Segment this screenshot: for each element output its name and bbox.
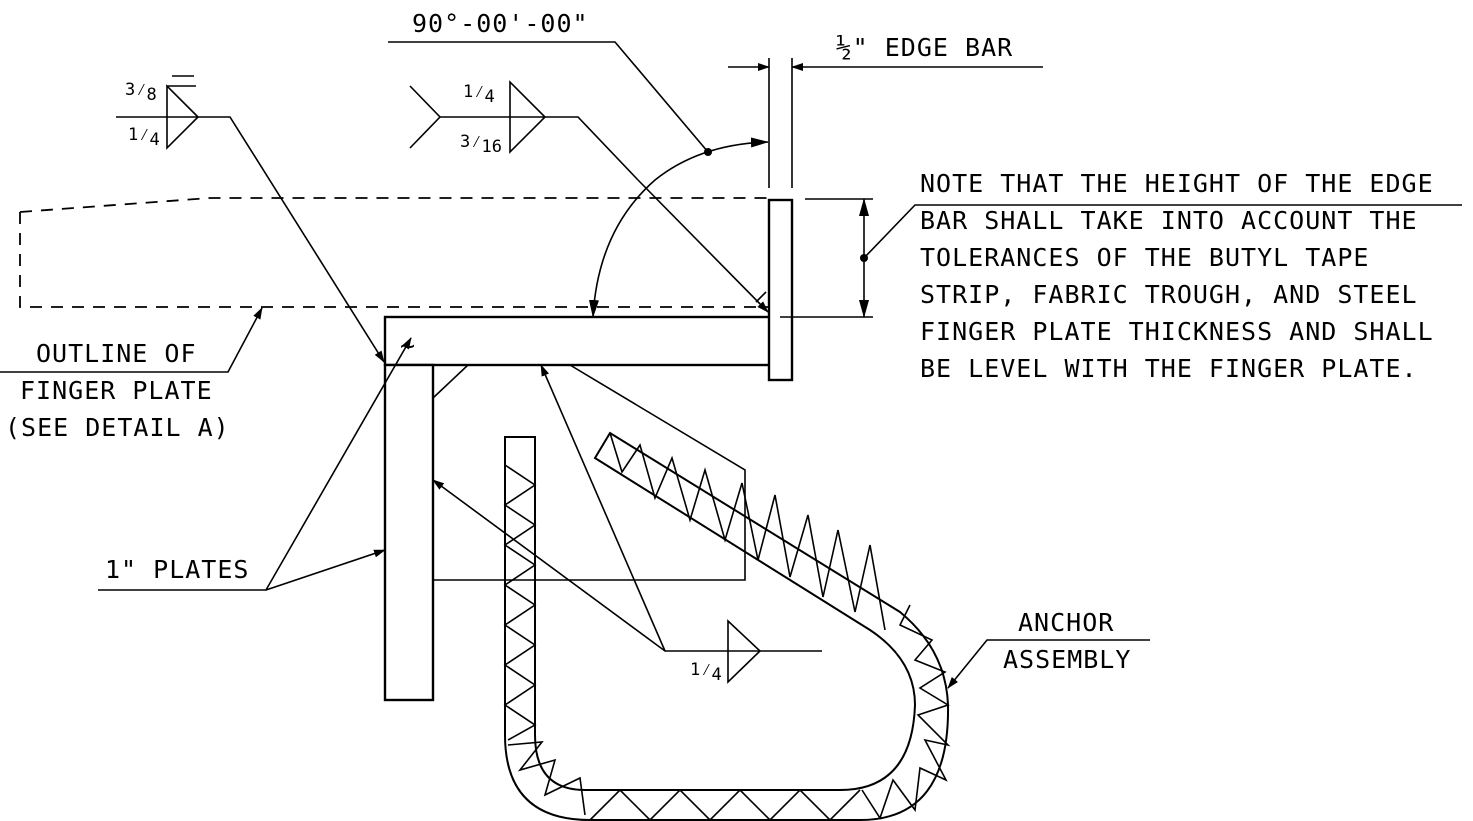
weld-left-top-frac: 3⁄8	[125, 80, 157, 105]
outline-line: FINGER PLATE	[20, 376, 213, 405]
angle-dimension: 90°-00'-00"	[388, 9, 769, 318]
anchor-label: ANCHOR ASSEMBLY	[947, 608, 1150, 689]
outline-line: (SEE DETAIL A)	[5, 413, 230, 442]
weld-left-bottom-frac: 1⁄4	[128, 125, 160, 150]
anchor-assembly	[503, 431, 951, 821]
outline-label: OUTLINE OF FINGER PLATE (SEE DETAIL A)	[0, 307, 263, 442]
edge-bar	[767, 198, 794, 382]
note-line: BAR SHALL TAKE INTO ACCOUNT THE	[920, 206, 1418, 235]
vertical-plate	[383, 363, 435, 702]
weld-bottom-frac: 1⁄4	[690, 660, 722, 685]
tilde-mark: ~	[400, 331, 416, 360]
note-line: BE LEVEL WITH THE FINGER PLATE.	[920, 354, 1418, 383]
plates-text: 1" PLATES	[105, 555, 249, 584]
height-dimension	[780, 198, 1462, 318]
angle-label: 90°-00'-00"	[412, 9, 589, 38]
note-line: NOTE THAT THE HEIGHT OF THE EDGE	[920, 169, 1434, 198]
note-block: NOTE THAT THE HEIGHT OF THE EDGE BAR SHA…	[920, 169, 1434, 383]
note-line: FINGER PLATE THICKNESS AND SHALL	[920, 317, 1434, 346]
weld-symbol-bottom: 1⁄4	[432, 364, 822, 685]
note-line: STRIP, FABRIC TROUGH, AND STEEL	[920, 280, 1418, 309]
weld-mid-top-frac: 1⁄4	[463, 82, 495, 107]
weld-symbol-middle: 1⁄4 3⁄16	[409, 80, 769, 313]
weld-symbol-left: 3⁄8 1⁄4	[116, 75, 385, 363]
gusset-lines	[432, 364, 746, 581]
plates-label: 1" PLATES	[98, 337, 412, 591]
outline-line: OUTLINE OF	[36, 339, 197, 368]
weld-mid-bottom-frac: 3⁄16	[460, 132, 502, 157]
finger-plate-outline	[19, 197, 770, 308]
edge-bar-label: ½" EDGE BAR	[836, 33, 1013, 63]
horizontal-plate	[383, 315, 772, 367]
anchor-line: ANCHOR	[1018, 608, 1114, 637]
anchor-line: ASSEMBLY	[1003, 645, 1131, 674]
edge-bar-dimension: ½" EDGE BAR	[728, 33, 1043, 188]
note-line: TOLERANCES OF THE BUTYL TAPE	[920, 243, 1369, 272]
